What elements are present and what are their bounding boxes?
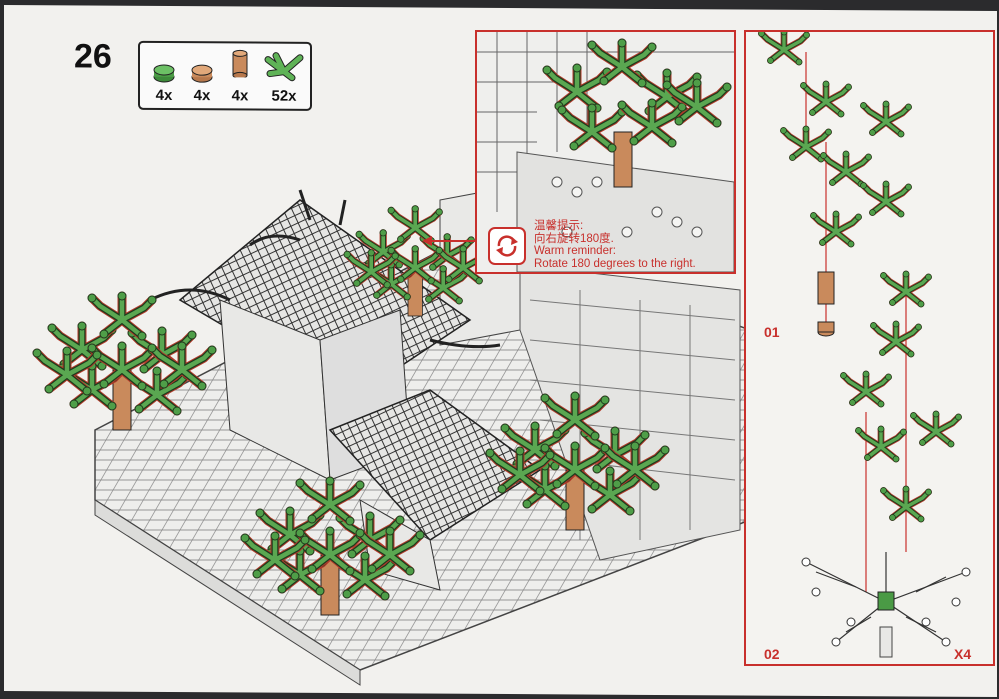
- reminder-line-en-2: Rotate 180 degrees to the right.: [534, 257, 696, 270]
- subassembly-panel: 01 02 X4: [744, 30, 995, 666]
- instruction-page: 26 4x 4x 4x: [4, 4, 997, 698]
- green-leaf-element-icon: [264, 52, 304, 82]
- green-round-plate-icon: [153, 64, 175, 83]
- reminder-text: 温馨提示: 向右旋转180度. Warm reminder: Rotate 18…: [534, 220, 696, 270]
- reminder-line-cn-2: 向右旋转180度.: [534, 232, 614, 245]
- reminder-line-cn-1: 温馨提示:: [534, 220, 584, 232]
- subassembly-multiplier: X4: [954, 646, 972, 662]
- rotate-reminder: 温馨提示: 向右旋转180度. Warm reminder: Rotate 18…: [482, 219, 732, 270]
- tan-round-plate-icon: [191, 64, 213, 83]
- subassembly-illustration: [746, 32, 971, 658]
- rotate-icon: [488, 227, 526, 265]
- detail-callout: 温馨提示: 向右旋转180度. Warm reminder: Rotate 18…: [475, 30, 736, 274]
- subassembly-label-01: 01: [764, 324, 780, 340]
- rotate-arrows-icon: [496, 235, 518, 257]
- brown-round-brick-icon: [232, 49, 248, 78]
- parts-callout: 4x 4x 4x 52x: [138, 40, 312, 111]
- subassembly-label-02: 02: [764, 646, 780, 662]
- reminder-line-en-1: Warm reminder:: [534, 245, 616, 257]
